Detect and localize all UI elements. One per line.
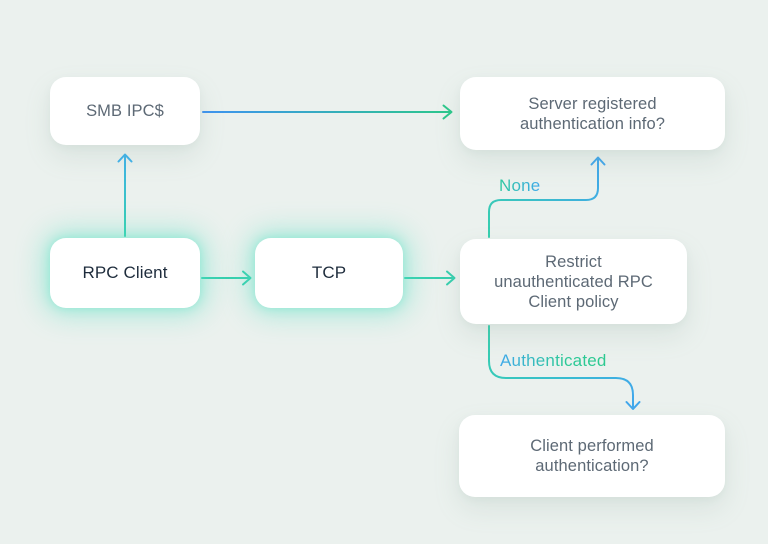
node-smb-ipc: SMB IPC$ xyxy=(50,77,200,145)
edge-restrict-policy-to-client-performed-arrowhead xyxy=(625,401,641,410)
node-restrict-policy-label-line3: Client policy xyxy=(528,292,619,311)
edge-tcp-to-restrict-policy-arrowhead xyxy=(446,270,456,286)
edge-rpc-client-to-tcp-arrowhead xyxy=(242,270,252,286)
node-rpc-client-label: RPC Client xyxy=(82,263,168,282)
node-client-performed-auth: Client performed authentication? xyxy=(459,415,725,497)
node-smb-ipc-label: SMB IPC$ xyxy=(86,102,164,120)
node-restrict-unauth-rpc-policy: Restrict unauthenticated RPC Client poli… xyxy=(460,239,687,324)
node-restrict-policy-label-line1: Restrict xyxy=(545,252,602,271)
edge-label-none: None xyxy=(499,176,541,195)
edge-restrict-policy-to-server-registered-arrowhead xyxy=(590,156,606,166)
edge-restrict-policy-to-server-registered xyxy=(488,157,599,238)
node-tcp-label: TCP xyxy=(311,263,347,282)
node-tcp: TCP xyxy=(255,238,403,308)
edge-smb-ipc-to-server-registered-arrowhead xyxy=(442,104,453,120)
node-server-registered-label-line2: authentication info? xyxy=(519,114,666,133)
edge-rpc-client-to-smb-ipc-arrowhead xyxy=(117,153,133,163)
node-server-registered-auth-info: Server registered authentication info? xyxy=(460,77,725,150)
node-restrict-policy-label-line2: unauthenticated RPC xyxy=(494,272,653,291)
node-client-performed-label-line2: authentication? xyxy=(535,457,649,475)
node-client-performed-label-line1: Client performed xyxy=(530,437,654,455)
node-server-registered-label-line1: Server registered xyxy=(528,94,657,113)
edge-label-authenticated: Authenticated xyxy=(500,351,607,370)
node-rpc-client: RPC Client xyxy=(50,238,200,308)
